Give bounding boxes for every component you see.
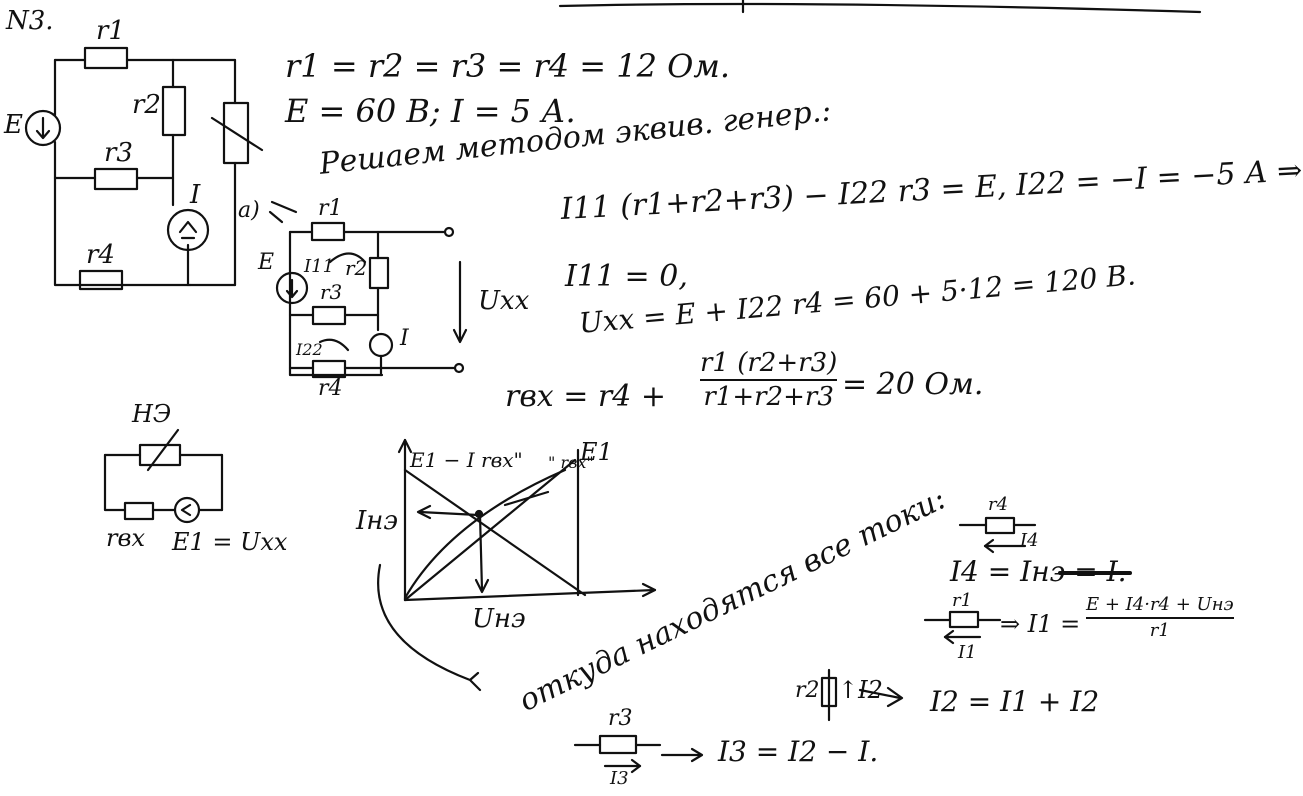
equation-rvx-right: = 20 Ом.: [842, 367, 984, 402]
ne-characteristic: [403, 468, 567, 600]
given-sources: E = 60 В; I = 5 А.: [285, 92, 576, 130]
final-i3: I3 = I2 − I.: [718, 735, 879, 768]
circuit2-label-I11: I11: [304, 256, 335, 277]
final-i4: I4 = Iнэ = I.: [950, 555, 1127, 588]
circuit-1: [24, 46, 264, 291]
graph-label-e1: E1: [580, 438, 613, 466]
circuit2-label-r1: r1: [318, 196, 343, 221]
circuit2-label-uxx: Uxx: [478, 286, 530, 316]
graph-label-y: Iнэ: [356, 506, 398, 536]
final-diagrams: [573, 516, 1132, 774]
resistor-r2: [161, 85, 187, 137]
circuit1-label-E: E: [4, 110, 23, 140]
drawing-layer: [24, 0, 1202, 774]
circuit2-label-I22: I22: [296, 340, 323, 359]
handwritten-solution-sheet: N3. r1 r2 r3 r4 E I r1 = r2 = r3 = r4 = …: [4, 0, 1303, 789]
circuit1-label-r2: r2: [132, 90, 161, 120]
circuit2-marker: a): [238, 198, 260, 223]
final-arrow-i1: I1: [958, 642, 977, 663]
equation-rvx-fraction: r1 (r2+r3) r1+r2+r3: [700, 348, 838, 412]
resistor-r1: [83, 46, 129, 70]
problem-number: N3.: [6, 6, 54, 36]
page-top-edge-line: [558, 2, 1202, 14]
final-arrow-i2: ↑I2: [838, 676, 883, 704]
equivalent-label-ne: НЭ: [132, 400, 172, 428]
i1-denominator: r1: [1149, 620, 1170, 641]
final-label-r1: r1: [952, 590, 973, 611]
equation-rvx-left: rвх = r4 +: [505, 379, 667, 414]
resistor-r3: [93, 167, 139, 191]
rvx-numerator: r1 (r2+r3): [700, 348, 838, 378]
circuit1-label-r4: r4: [86, 240, 115, 270]
equation-i11: I11 = 0,: [565, 259, 688, 294]
circuit-2: [268, 200, 468, 379]
rvx-denominator: r1+r2+r3: [703, 382, 834, 412]
circuit2-label-r3: r3: [320, 280, 343, 304]
final-label-r4: r4: [988, 494, 1009, 515]
graph-label-x: Uнэ: [472, 604, 526, 634]
graph-label-line2: " rвх": [548, 453, 594, 472]
source-E: [24, 109, 62, 147]
fraction-bar: [700, 379, 838, 381]
fraction-bar: [1086, 617, 1234, 619]
given-resistances: r1 = r2 = r3 = r4 = 12 Ом.: [285, 47, 731, 85]
equivalent-label-rvx: rвх: [106, 524, 145, 552]
graph-label-line1: E1 − I rвх": [410, 448, 523, 472]
final-arrow-i4: I4: [1020, 530, 1039, 551]
load-line-graph: [377, 438, 657, 692]
circuit2-label-E: E: [258, 250, 275, 275]
circuit1-label-I: I: [190, 180, 201, 210]
final-label-r2: r2: [795, 678, 820, 703]
series-line-2: [403, 458, 577, 602]
circuit1-label-r3: r3: [104, 138, 133, 168]
equivalent-circuit: [103, 428, 224, 524]
final-label-r3: r3: [608, 706, 633, 731]
i1-numerator: E + I4·r4 + Uнэ: [1086, 594, 1234, 615]
final-arrow-i3: I3: [610, 768, 629, 789]
equivalent-label-e1: E1 = Uxx: [172, 528, 288, 556]
circuit2-label-r2: r2: [345, 256, 368, 280]
circuit2-label-r4: r4: [318, 376, 343, 401]
final-i1-left: ⇒ I1 =: [1000, 610, 1081, 638]
circuit1-label-r1: r1: [96, 16, 125, 46]
series-line-1: [403, 468, 587, 597]
final-i1-fraction: E + I4·r4 + Uнэ r1: [1086, 596, 1234, 640]
resistor-r4: [78, 269, 124, 291]
x-axis: [403, 588, 657, 602]
circuit2-label-I: I: [400, 326, 409, 351]
final-i2: I2 = I1 + I2: [930, 685, 1100, 718]
